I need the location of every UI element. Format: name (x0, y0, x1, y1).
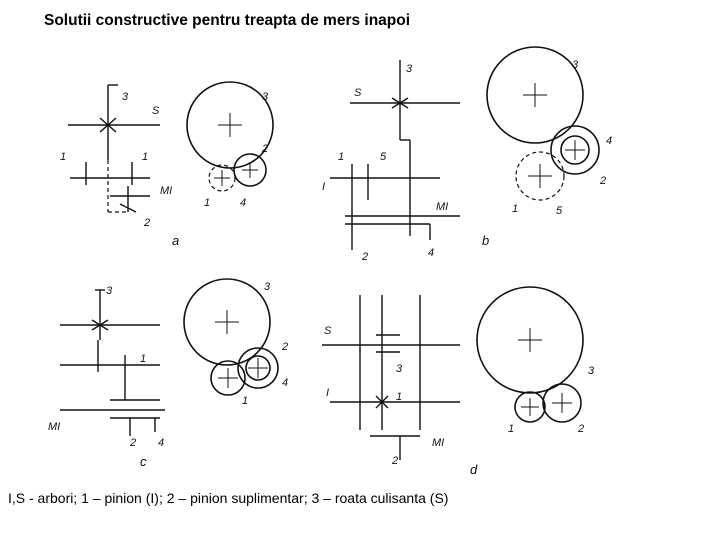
gear-label-2: 2 (261, 143, 268, 155)
panel-letter-c: c (140, 454, 147, 469)
panel-b-schematic (330, 60, 460, 250)
gear-label-5: 5 (556, 205, 563, 217)
gear-label-1: 1 (204, 197, 210, 209)
label-i: I (326, 387, 329, 399)
label-3: 3 (122, 91, 129, 103)
label-4: 4 (428, 247, 434, 259)
label-5: 5 (380, 151, 387, 163)
panel-d-labels: S 3 I 1 MI 2 d (324, 325, 478, 477)
label-mi: MI (432, 437, 444, 449)
gear-label-1: 1 (242, 395, 248, 407)
label-2: 2 (129, 437, 136, 449)
figure-caption: I,S - arbori; 1 – pinion (I); 2 – pinion… (8, 490, 449, 506)
label-s: S (324, 325, 332, 337)
label-2: 2 (143, 217, 150, 229)
gear-label-4: 4 (282, 377, 288, 389)
panel-d-schematic (322, 295, 460, 460)
panel-letter-d: d (470, 462, 478, 477)
gear-label-2: 2 (599, 175, 606, 187)
label-4: 4 (158, 437, 164, 449)
panel-b-labels: 3 S 1 5 I MI 2 4 b (322, 63, 489, 263)
panel-a-gears: 3 2 1 4 (186, 81, 274, 209)
panel-a-schematic (68, 84, 160, 213)
panel-a-labels: 3 S 1 1 MI 2 a (60, 91, 179, 248)
label-1: 1 (60, 151, 66, 163)
gear-label-3: 3 (572, 59, 579, 71)
page-title: Solutii constructive pentru treapta de m… (44, 12, 411, 29)
label-3: 3 (106, 285, 113, 297)
panel-letter-b: b (482, 233, 489, 248)
label-3: 3 (406, 63, 413, 75)
panel-c-schematic (60, 289, 165, 436)
panel-c-labels: 3 1 MI 2 4 c (48, 285, 164, 469)
gear-label-3: 3 (588, 365, 595, 377)
gear-label-4: 4 (240, 197, 246, 209)
gear-label-3: 3 (262, 91, 269, 103)
label-1: 1 (142, 151, 148, 163)
gear-label-4: 4 (606, 135, 612, 147)
panel-d-gears: 3 1 2 (476, 286, 595, 435)
label-i: I (322, 181, 325, 193)
gear-label-2: 2 (281, 341, 288, 353)
gear-label-1: 1 (512, 203, 518, 215)
label-3: 3 (396, 363, 403, 375)
gear-label-2: 2 (577, 423, 584, 435)
label-mi: MI (436, 201, 448, 213)
gear-label-3: 3 (264, 281, 271, 293)
label-mi: MI (160, 185, 172, 197)
label-s: S (152, 105, 160, 117)
label-1: 1 (140, 353, 146, 365)
panel-b-gears: 3 4 2 1 5 (486, 46, 612, 217)
label-1: 1 (338, 151, 344, 163)
gear-diagram-figure: 3 S 1 1 MI 2 a 3 2 1 4 3 S 1 5 (48, 46, 612, 477)
label-2: 2 (391, 455, 398, 467)
label-mi: MI (48, 421, 60, 433)
gear-label-1: 1 (508, 423, 514, 435)
label-1: 1 (396, 391, 402, 403)
panel-c-gears: 3 2 4 1 (183, 278, 288, 407)
label-2: 2 (361, 251, 368, 263)
label-s: S (354, 87, 362, 99)
panel-letter-a: a (172, 233, 179, 248)
